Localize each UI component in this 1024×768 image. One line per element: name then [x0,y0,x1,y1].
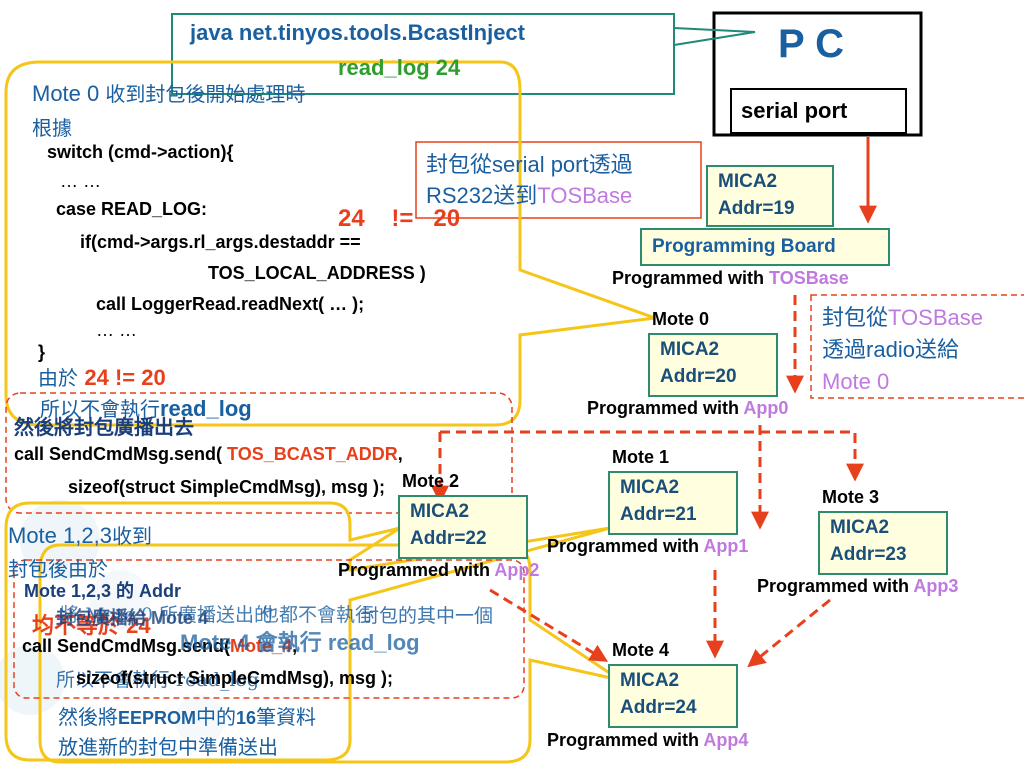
mote0-name: Mote 0 [652,309,710,329]
serial-note-box [415,141,702,219]
mote4-name: Mote 4 [612,640,670,660]
bottom-callout-outline [4,501,611,762]
bottom-line-e: 所以不會執行 read_log [56,669,260,691]
mote2-name: Mote 2 [402,471,460,491]
mica-mote1: MICA2 Addr=21 [608,471,738,535]
bottom-line-i: 然後將EEPROM中的16筆資料 [58,705,317,729]
code-line-5: TOS_LOCAL_ADDRESS ) [208,263,426,283]
bottom-line-b: 封包後由於 [8,557,108,581]
mote3-name: Mote 3 [822,487,880,507]
broadcast-sizeof: sizeof(struct SimpleCmdMsg), msg ); [68,477,386,497]
bottom-line-overlay2: 封包的其中一個 [360,605,494,627]
top-callout-heading: Mote 0 收到封包後開始處理時 [32,81,306,106]
programming-board: Programming Board [640,228,890,266]
serial-note: 封包從serial port透過 RS232送到TOSBase [426,152,633,209]
mica-board-addr19: MICA2 Addr=19 [706,165,834,227]
board-programmed-label: Programmed with TOSBase [612,268,849,288]
top-callout-heading-2: 根據 [32,116,72,140]
broadcast-callout-outline [5,392,513,514]
mica-mote3: MICA2 Addr=23 [818,511,948,575]
mote4-programmed: Programmed with App4 [547,730,749,750]
broadcast-call: call SendCmdMsg.send( TOS_BCAST_ADDR, [14,444,403,464]
command-line-1: java net.tinyos.tools.BcastInject [190,20,525,45]
code-line-1: switch (cmd->action){ [47,142,234,162]
bottom-line-d: 均不等於 24 [32,613,151,638]
bottom-line-g: 封包廣播給 Mote 4 [56,608,209,628]
bottom-line-overlay1: 也都不會執行 [260,604,375,626]
radio-note-box [810,294,1024,399]
mote1-name: Mote 1 [612,447,670,467]
mote2-programmed: Programmed with App2 [338,560,540,580]
mote4-send-sizeof: sizeof(struct SimpleCmdMsg), msg ); [76,668,394,688]
send-callout-outline [13,559,525,699]
code-line-8: } [38,342,46,362]
broadcast-title: 然後將封包廣播出去 [14,415,194,439]
because-line: 由於 24 != 20 [38,365,166,390]
code-line-4: if(cmd->args.rl_args.destaddr == [80,232,361,252]
mica-mote4: MICA2 Addr=24 [608,664,738,728]
mote3-programmed: Programmed with App3 [757,576,959,596]
bottom-line-j: 放進新的封包中準備送出 [58,735,278,759]
serial-port-box [730,88,907,134]
mote4-callout-outline [38,543,621,764]
arrow-mote3-to-mote4 [747,598,831,668]
mote0-programmed: Programmed with App0 [587,398,789,418]
pc-title: P C [778,22,844,66]
bottom-line-h: Mote 4 會執行 read_log [180,630,420,655]
radio-note: 封包從TOSBase 透過radio送給 Mote 0 [822,305,983,394]
code-line-3: case READ_LOG: [56,199,208,219]
command-pointer [673,27,756,46]
arrow-mote2-to-mote4 [489,588,609,662]
top-callout-outline [4,60,656,427]
bottom-line-c: Mote 1,2,3 的 Addr [24,581,182,601]
mote4-send-call: call SendCmdMsg.send(Mote_4, [22,636,298,656]
compare-24-20: 24 != 20 [338,205,461,232]
serial-port-label: serial port [741,98,848,123]
code-line-2: … … [60,171,102,191]
mica-mote2: MICA2 Addr=22 [398,495,528,559]
bottom-heading: Mote 1,2,3收到 [8,523,152,548]
command-line-2: read_log 24 [338,55,461,80]
code-line-7: … … [96,320,138,340]
mica-mote0: MICA2 Addr=20 [648,333,778,397]
not-exec-line: 所以不會執行read_log [40,396,252,421]
mote1-programmed: Programmed with App1 [547,536,749,556]
code-line-6: call LoggerRead.readNext( … ); [96,294,365,314]
bottom-line-f: 將 Mote 0 所廣播送出的 [60,604,273,626]
command-box [171,13,675,95]
